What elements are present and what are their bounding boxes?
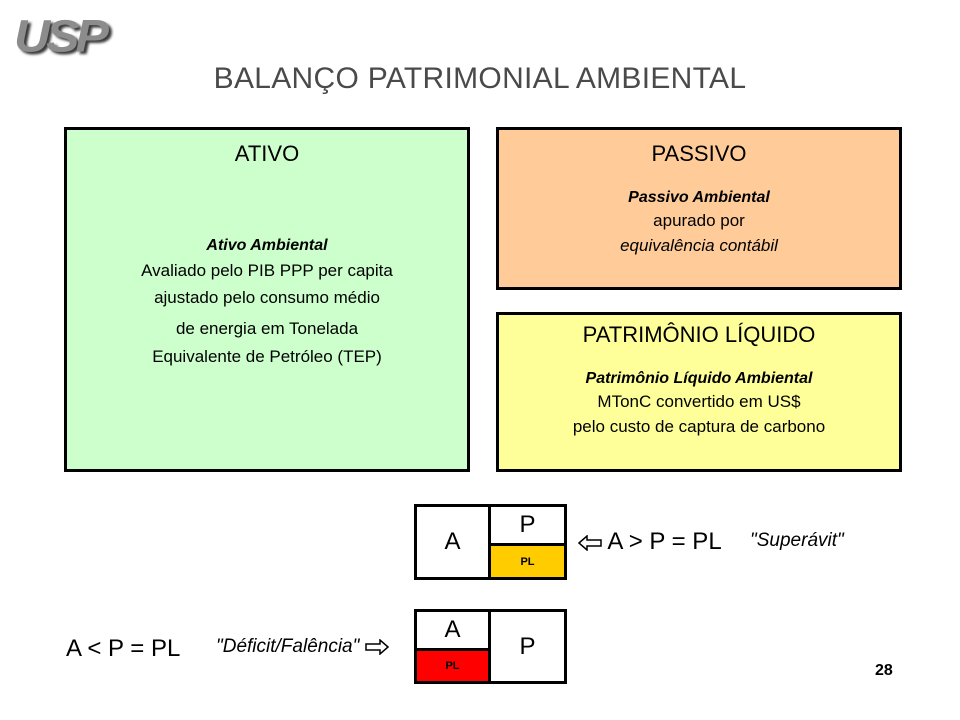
usp-logo: USP: [14, 10, 109, 62]
superavit-cell-a: A: [417, 507, 491, 577]
passivo-box: PASSIVO Passivo Ambiental apurado por eq…: [496, 127, 902, 290]
passivo-subheading: Passivo Ambiental: [628, 188, 770, 206]
pl-heading: PATRIMÔNIO LÍQUIDO: [582, 322, 816, 347]
page-title: BALANÇO PATRIMONIAL AMBIENTAL: [213, 62, 747, 95]
ativo-line-4: Equivalente de Petróleo (TEP): [152, 346, 382, 366]
superavit-label: "Superávit": [750, 530, 844, 551]
pl-line-2: pelo custo de captura de carbono: [572, 416, 826, 436]
ativo-subheading: Ativo Ambiental: [206, 236, 328, 254]
ativo-heading: ATIVO: [234, 141, 300, 166]
page-number: 28: [875, 662, 893, 679]
pl-subheading: Patrimônio Líquido Ambiental: [585, 369, 813, 387]
superavit-equation: A > P = PL: [607, 528, 722, 555]
superavit-equation-row: A > P = PL: [578, 528, 722, 556]
pl-line-1: MTonC convertido em US$: [597, 392, 801, 412]
deficit-cell-pl: PL: [417, 648, 491, 681]
passivo-line-2: equivalência contábil: [620, 235, 778, 255]
deficit-diagram: A PL P: [414, 609, 567, 684]
arrow-left-icon: [578, 534, 602, 551]
deficit-cell-a: A: [417, 612, 491, 648]
superavit-diagram: A P PL: [414, 504, 567, 580]
ativo-box: ATIVO Ativo Ambiental Avaliado pelo PIB …: [64, 127, 470, 472]
ativo-line-1: Avaliado pelo PIB PPP per capita: [141, 261, 393, 281]
deficit-equation: A < P = PL: [66, 635, 181, 662]
patrimonio-liquido-box: PATRIMÔNIO LÍQUIDO Patrimônio Líquido Am…: [496, 312, 902, 472]
superavit-cell-pl: PL: [491, 543, 564, 577]
arrow-right-icon: [364, 638, 389, 655]
ativo-line-2: ajustado pelo consumo médio: [154, 288, 380, 308]
passivo-line-1: apurado por: [653, 211, 745, 231]
passivo-heading: PASSIVO: [651, 141, 747, 166]
deficit-label-row: "Déficit/Falência": [216, 636, 389, 658]
deficit-cell-p: P: [519, 632, 536, 660]
deficit-label: "Déficit/Falência": [216, 636, 360, 657]
superavit-cell-p: P: [519, 511, 536, 538]
ativo-line-3: de energia em Tonelada: [175, 319, 359, 339]
